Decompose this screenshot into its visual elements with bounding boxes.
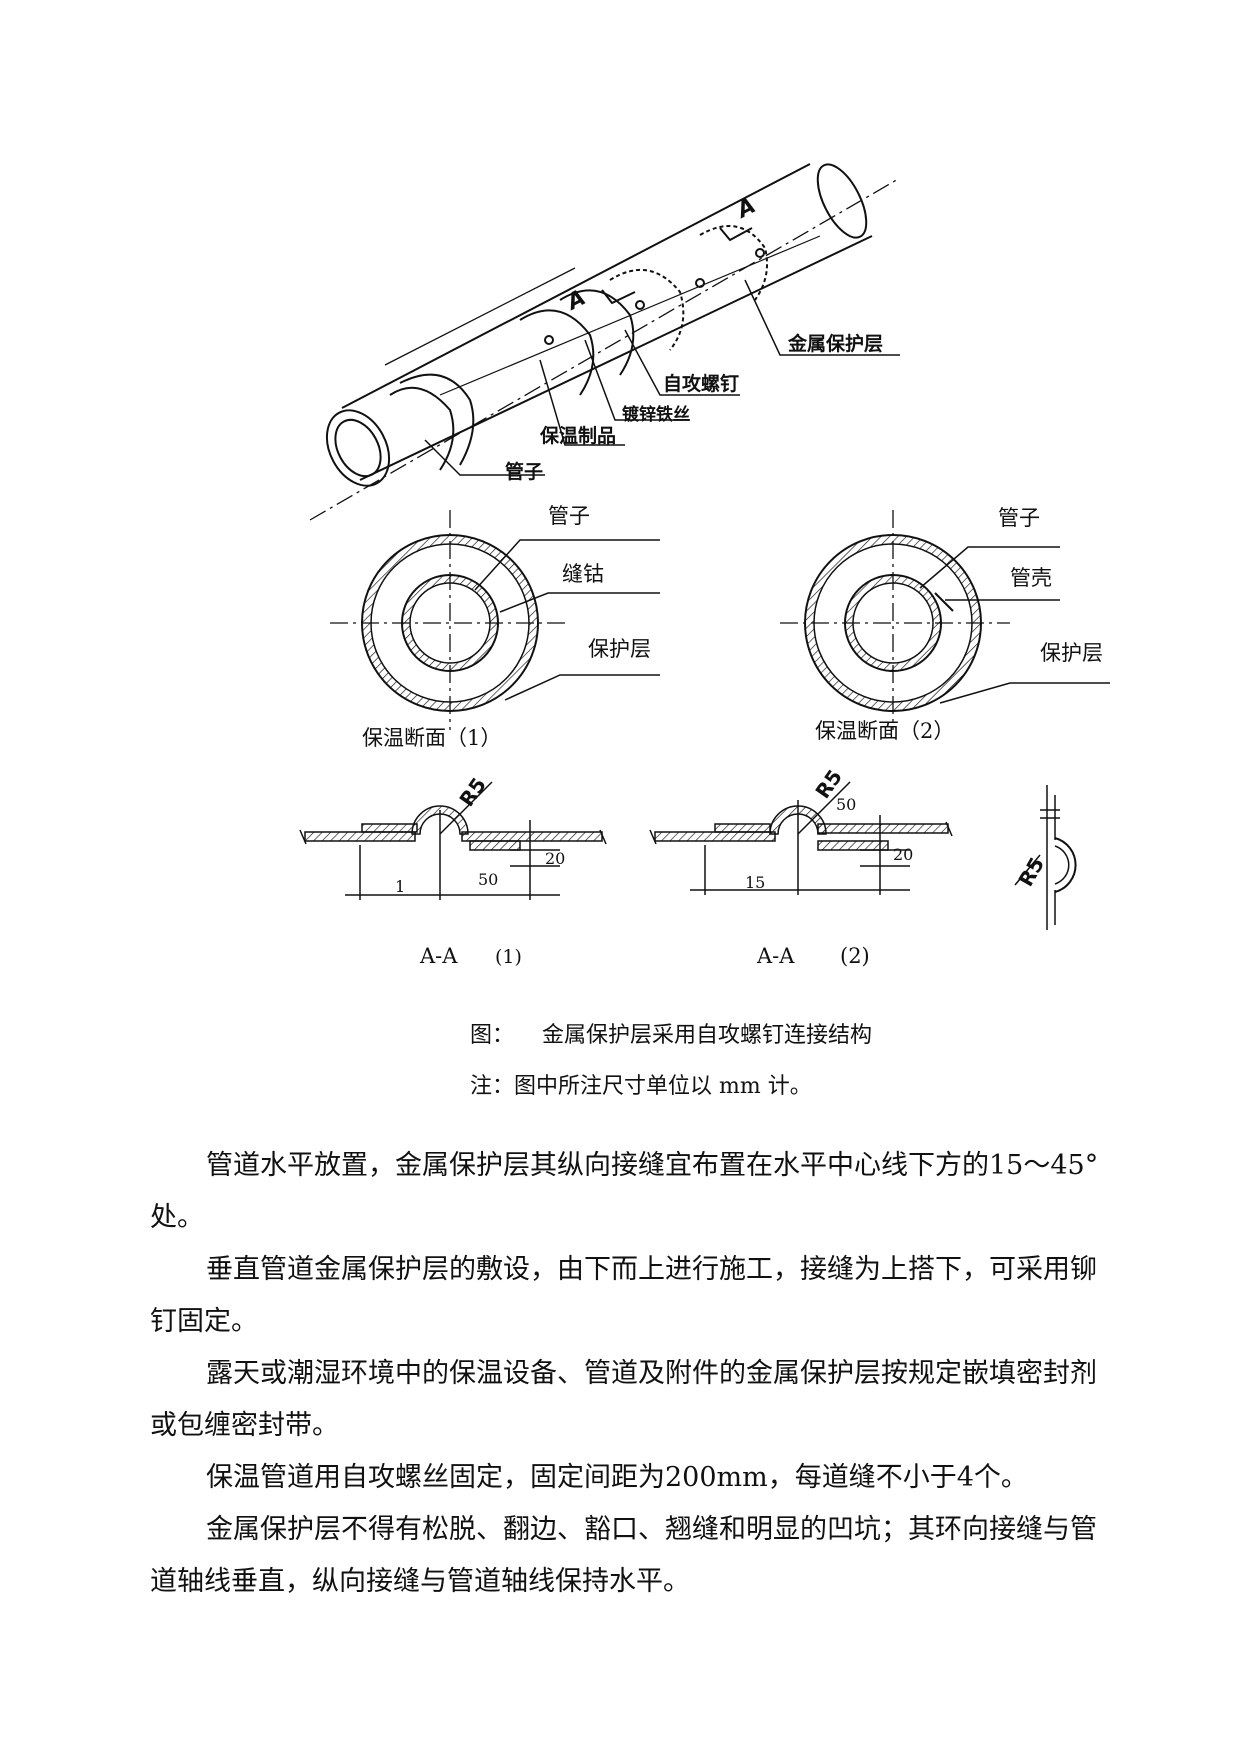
pipe-end-inner — [334, 418, 382, 478]
pipe-guide-top — [384, 267, 576, 366]
section2-leader-pipe — [919, 546, 1060, 589]
section-mark-2 — [719, 227, 753, 242]
leader-wire — [584, 339, 690, 421]
detail3-bead-inner — [1054, 845, 1070, 885]
detail2-dim-15-label: 15 — [745, 873, 765, 892]
section1-leader-cover — [504, 674, 660, 701]
screw-2 — [635, 300, 645, 310]
detail1-dim-1-label: 1 — [395, 877, 405, 896]
detail2-dim-50-label: 50 — [836, 795, 856, 814]
detail1-plate-right — [461, 831, 603, 842]
label-insulation-product: 保温制品 — [539, 424, 616, 447]
detail1-dim-20-label: 20 — [545, 849, 565, 868]
section1-title: 保温断面（1） — [362, 726, 501, 750]
detail2-name: A-A — [756, 944, 795, 968]
paragraph-5: 金属保护层不得有松脱、翻边、豁口、翘缝和明显的凹坑；其环向接缝与管道轴线垂直，纵… — [150, 1514, 1097, 1597]
detail-aa-2 — [649, 781, 953, 895]
detail3-bead — [1054, 837, 1077, 893]
section-mark-1 — [601, 289, 636, 305]
leader-insul — [539, 359, 625, 446]
detail2-break-right — [945, 821, 953, 837]
pipe-axis-line — [309, 177, 901, 521]
detail2-dim-20-label: 20 — [893, 845, 913, 864]
leader-pipe — [424, 439, 545, 476]
figure-caption-title: 金属保护层采用自攻螺钉连接结构 — [542, 1023, 873, 1048]
section1-label-gap: 缝钴 — [562, 562, 604, 586]
detail-aa-1 — [299, 781, 607, 900]
detail1-dim-50-label: 50 — [478, 870, 498, 889]
section2-label-pipe: 管子 — [998, 506, 1040, 530]
insulation-ring-6 — [699, 225, 768, 301]
detail2-bead — [769, 805, 827, 835]
detail2-break-left — [649, 829, 657, 845]
paragraph-1: 管道水平放置，金属保护层其纵向接缝宜布置在水平中心线下方的15～45°处。 — [150, 1150, 1099, 1233]
detail3-radius: R5 — [1014, 853, 1049, 890]
paragraph-3: 露天或潮湿环境中的保温设备、管道及附件的金属保护层按规定嵌填密封剂或包缠密封带。 — [150, 1358, 1097, 1441]
section1-leader-gap — [499, 592, 660, 613]
section2-label-cover: 保护层 — [1040, 641, 1103, 665]
detail1-radius: R5 — [454, 773, 490, 811]
section2-shell-joint — [934, 592, 954, 612]
leader-screw — [624, 329, 740, 396]
insulation-ring-3 — [519, 309, 595, 396]
section2-title: 保温断面（2） — [815, 719, 954, 743]
pipe-end-outer — [325, 409, 391, 487]
detail1-name: A-A — [419, 944, 458, 968]
insulation-section-1 — [330, 510, 660, 730]
screw-1 — [544, 335, 554, 345]
screw-3 — [695, 278, 705, 288]
pipe-insulation-figure: A A 金属保护层 自攻螺钉 镀锌铁丝 保温制品 管子 管子 缝钴 保护层 保温… — [299, 163, 1110, 968]
detail2-r-leader — [797, 781, 851, 835]
screw-4 — [755, 248, 765, 258]
longitudinal-seam — [439, 235, 821, 396]
section1-label-cover: 保护层 — [588, 637, 651, 661]
section-mark-label-2: A — [732, 193, 760, 224]
leader-cover — [744, 279, 900, 356]
detail2-overlap-left — [714, 823, 771, 833]
detail1-overlap-right — [469, 840, 521, 851]
section2-label-shell: 管壳 — [1010, 566, 1052, 590]
detail1-break-right — [599, 829, 607, 845]
paragraph-2: 垂直管道金属保护层的敷设，由下而上进行施工，接缝为上搭下，可采用铆钉固定。 — [150, 1254, 1097, 1337]
pipe-3d-drawing — [309, 163, 901, 521]
label-pipe-3d: 管子 — [505, 460, 543, 483]
detail3-r-leader — [1014, 854, 1041, 886]
detail2-index: (2) — [840, 944, 870, 968]
detail1-plate-left — [304, 831, 416, 842]
insulation-ring-2 — [399, 373, 475, 466]
section1-leader-pipe — [474, 539, 660, 591]
pipe-top-line — [341, 163, 811, 409]
section2-leader-cover — [939, 682, 1110, 704]
detail2-plate-left — [654, 831, 776, 842]
pipe-bottom-line — [359, 235, 873, 481]
detail1-index: (1) — [495, 946, 522, 968]
figure-caption: 图： 金属保护层采用自攻螺钉连接结构 — [470, 1017, 872, 1049]
pipe-far-end — [816, 163, 868, 239]
label-metal-cover: 金属保护层 — [787, 332, 883, 355]
section1-label-pipe: 管子 — [548, 504, 590, 528]
detail1-r-leader — [439, 781, 493, 835]
detail2-overlap-right — [817, 840, 889, 851]
paragraph-4: 保温管道用自攻螺丝固定，固定间距为200mm，每道缝不小于4个。 — [206, 1462, 1028, 1493]
label-galvanized-wire: 镀锌铁丝 — [622, 404, 690, 425]
figure-note: 注：图中所注尺寸单位以 mm 计。 — [470, 1074, 812, 1099]
detail-bead-profile — [1014, 785, 1077, 930]
detail2-plate-right — [817, 823, 949, 834]
detail1-overlap-left — [361, 823, 418, 833]
label-self-tapping-screw: 自攻螺钉 — [663, 372, 739, 395]
detail1-break-left — [299, 829, 307, 845]
insulation-ring-5 — [609, 268, 685, 351]
figure-caption-prefix: 图： — [470, 1023, 515, 1048]
pipe-leader-lines — [424, 279, 900, 476]
insulation-ring-1 — [389, 386, 455, 471]
insulation-section-2 — [780, 510, 1110, 730]
body-text: 管道水平放置，金属保护层其纵向接缝宜布置在水平中心线下方的15～45°处。 垂直… — [150, 1140, 1105, 1608]
